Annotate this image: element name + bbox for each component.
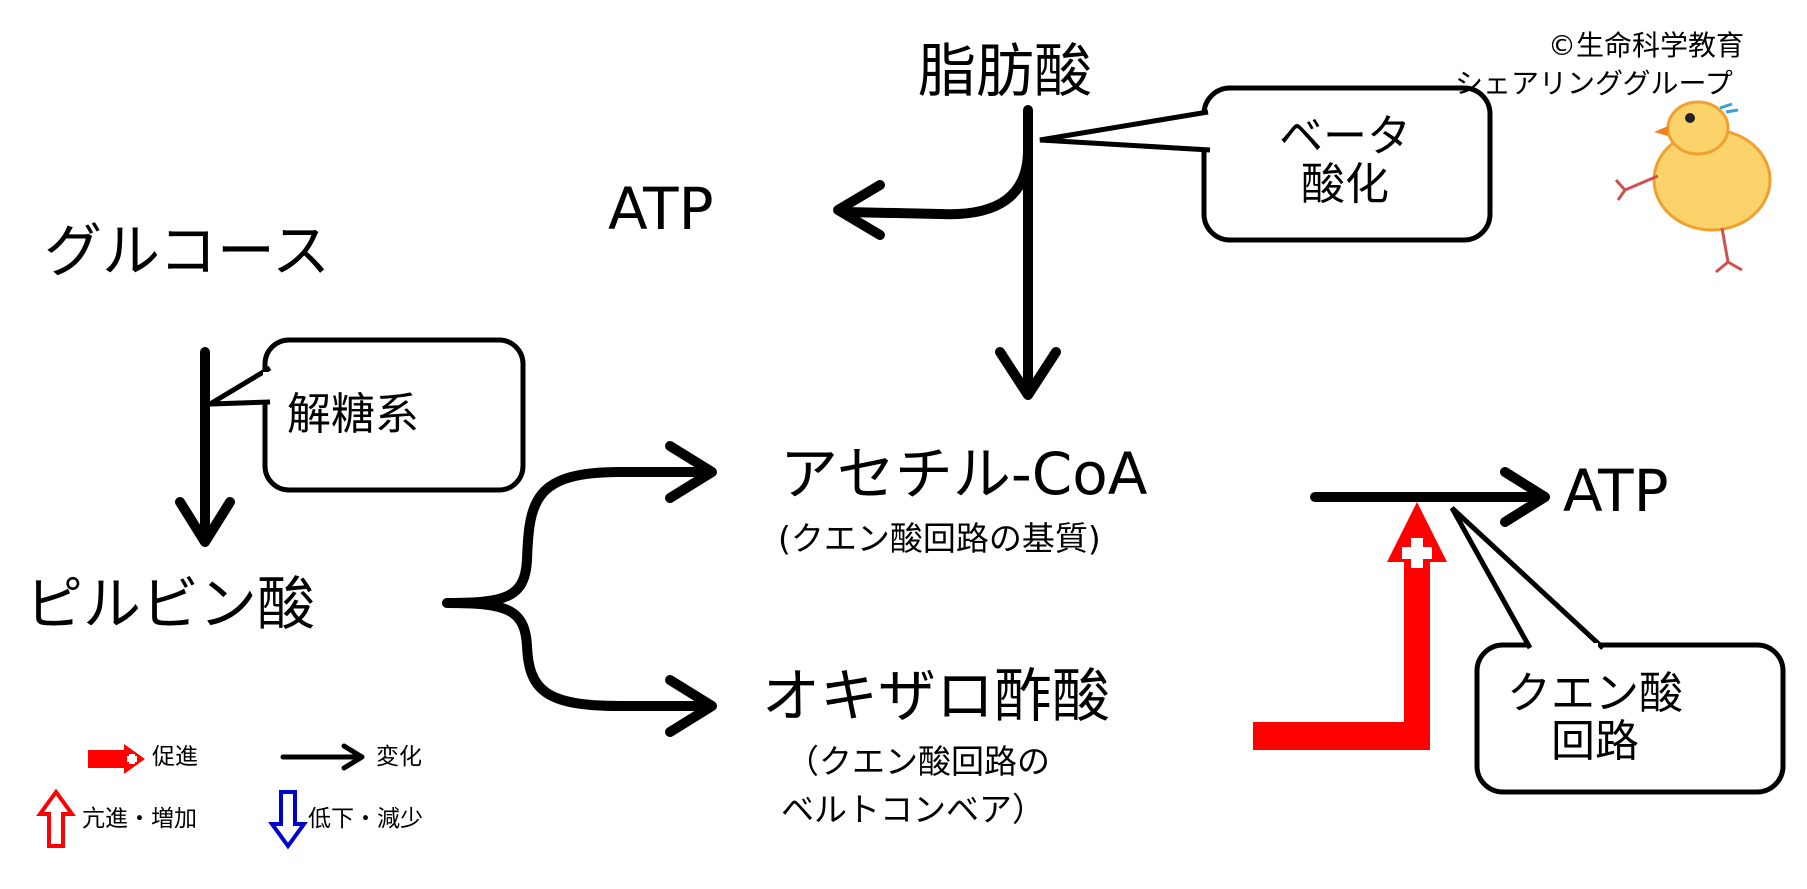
brace-pyruvate-branches: [442, 441, 717, 737]
copyright-line-2: シェアリンググループ: [1455, 67, 1733, 100]
callout-citric-text-1: クエン酸: [1507, 668, 1683, 719]
node-glucose: グルコース: [44, 217, 330, 285]
arrow-glucose-to-pyruvate: [175, 347, 235, 547]
callout-glycolysis: [200, 337, 526, 493]
callout-citric-cycle: [1449, 506, 1786, 795]
legend-decrease-icon: [268, 790, 308, 850]
legend-change-icon: [280, 743, 365, 771]
node-oxaloacetate: オキザロ酢酸: [762, 662, 1111, 730]
callout-beta-text-2: 酸化: [1301, 159, 1389, 210]
node-oxaloacetate-note-1: （クエン酸回路の: [786, 742, 1050, 781]
chick-illustration: [1614, 100, 1772, 274]
node-acetyl-coa-note: (クエン酸回路の基質): [778, 519, 1101, 558]
promote-arrow-oxaloacetate: [1253, 502, 1447, 750]
node-fatty-acid: 脂肪酸: [918, 37, 1093, 105]
node-atp-top: ATP: [608, 175, 714, 243]
copyright-line-1: ©生命科学教育: [1548, 29, 1745, 62]
legend-promote-icon: [88, 744, 145, 774]
arrow-to-atp-top: [833, 145, 1033, 240]
node-pyruvate: ピルビン酸: [25, 570, 316, 638]
node-acetyl-coa: アセチル-CoA: [780, 440, 1148, 508]
callout-citric-text-2: 回路: [1551, 716, 1639, 767]
legend-increase-label: 亢進・増加: [82, 806, 197, 832]
arrow-to-atp-right: [1310, 467, 1550, 527]
legend-decrease-label: 低下・減少: [308, 806, 423, 832]
legend-increase-icon: [36, 788, 76, 848]
callout-beta-oxidation: [1039, 85, 1493, 243]
callout-beta-text-1: ベータ: [1279, 111, 1411, 162]
legend-change-label: 変化: [376, 744, 422, 770]
callout-glycolysis-text: 解糖系: [287, 389, 419, 440]
legend: [36, 743, 365, 850]
node-atp-right: ATP: [1563, 457, 1669, 525]
node-oxaloacetate-note-2: ベルトコンベア）: [781, 790, 1045, 829]
legend-promote-label: 促進: [152, 744, 198, 770]
